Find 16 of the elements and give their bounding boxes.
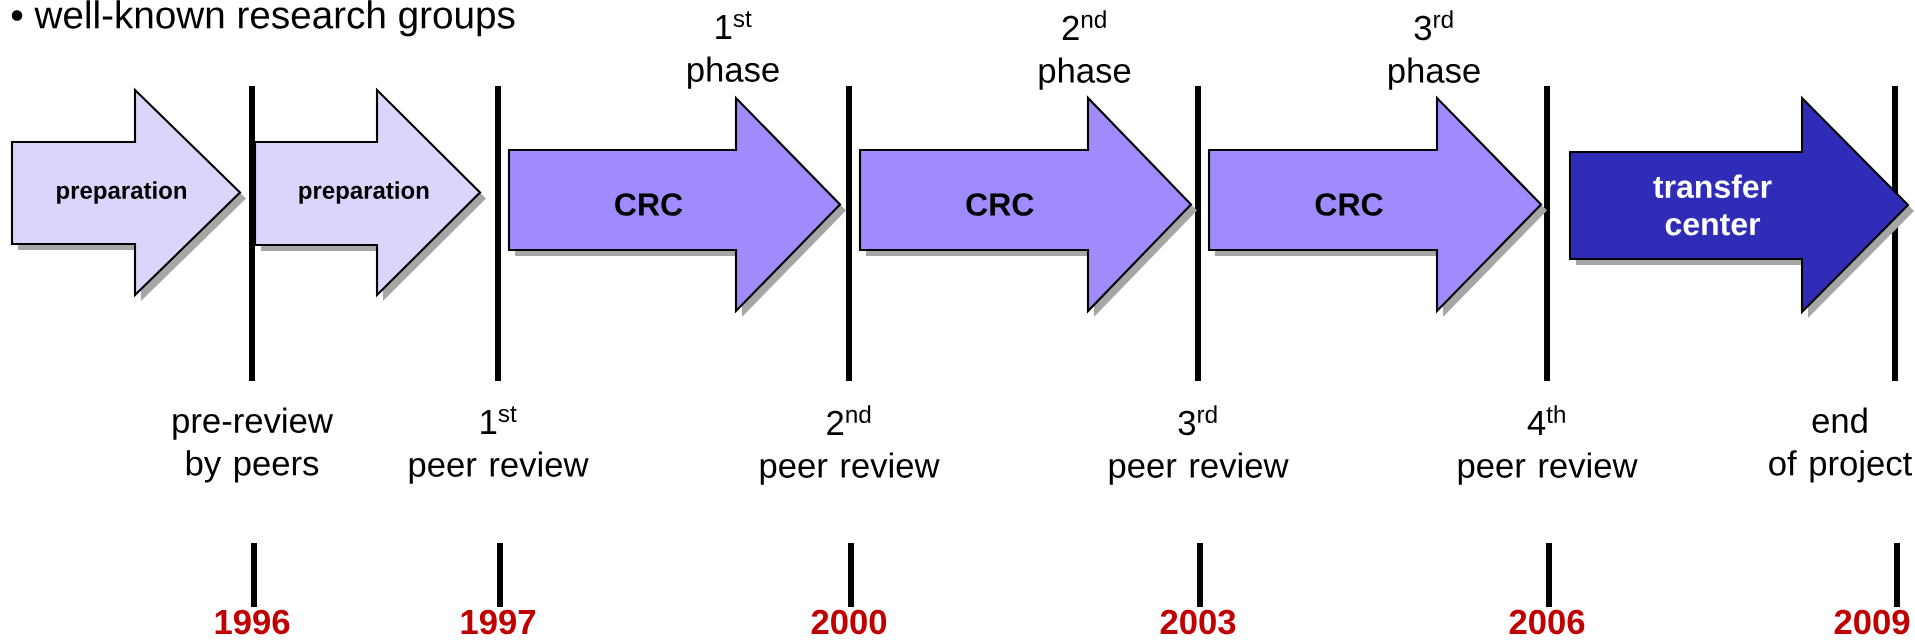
milestone-label: 2$^{nd}$ peer review [760, 405, 940, 485]
milestone-label: end of project [1769, 407, 1912, 483]
phase-label: 1$^{st}$ phase [688, 11, 779, 89]
phase-label: 3$^{rd}$ phase [1389, 10, 1480, 90]
year-label: 1996 [215, 609, 290, 635]
phase-label: 2$^{nd}$ phase [1039, 10, 1131, 90]
year-label: 2000 [811, 609, 887, 635]
year-label: 2009 [1834, 609, 1910, 635]
bullet-text: • well-known research groups [11, 0, 515, 37]
milestone-label: 1$^{st}$ peer review [409, 406, 589, 484]
year-label: 2003 [1160, 609, 1236, 635]
milestone-label: pre-review by peers [173, 407, 333, 483]
milestone-label: 4$^{th}$ peer review [1458, 405, 1638, 485]
year-label: 1997 [461, 609, 536, 635]
year-label: 2006 [1509, 609, 1585, 635]
milestone-label: 3$^{rd}$ peer review [1109, 405, 1289, 485]
